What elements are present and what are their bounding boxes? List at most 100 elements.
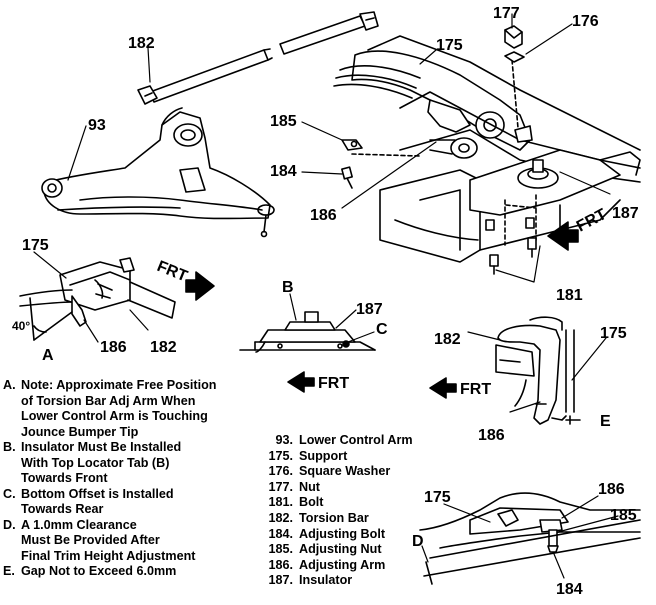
letter-c: C [376,321,388,338]
legend-label: Adjusting Arm [299,557,386,572]
legend-label: Insulator [299,573,353,588]
callout-185-top: 185 [270,113,297,130]
note-line: Note: Approximate Free Position [21,378,217,392]
letter-b: B [282,279,294,296]
callout-93: 93 [88,117,106,134]
frame-assembly [333,25,641,275]
legend-item: 93. Lower Control Arm [259,433,459,449]
legend-label: Square Washer [299,464,391,479]
frt-arrow-top-right [547,221,579,251]
note-e: E. Gap Not to Exceed 6.0mm [3,564,249,580]
note-c: C. Bottom Offset is Installed Towards Re… [3,487,249,518]
callout-175-bottom: 175 [424,489,451,506]
legend-number: 176. [268,464,293,479]
note-line: With Top Locator Tab (B) [21,455,170,470]
note-a: A. Note: Approximate Free Position of To… [3,378,249,440]
frt-label-top-right: FRT [574,206,610,236]
legend-item: 186. Adjusting Arm [259,558,459,574]
callout-186-top: 186 [310,207,337,224]
legend-item: 175. Support [259,449,459,465]
note-line: Must Be Provided After [21,533,160,547]
legend-item: 181. Bolt [259,495,459,511]
callout-182-left: 182 [150,339,177,356]
parts-legend: 93. Lower Control Arm 175. Support 176. Squ… [259,433,459,589]
note-line: Final Trim Height Adjustment [21,548,196,563]
adjusting-bolt-detail [419,492,641,585]
callout-185-bottom: 185 [610,507,637,524]
note-letter: D. [3,517,16,532]
callout-181: 181 [556,287,583,304]
note-line: Insulator Must Be Installed [21,440,182,454]
note-line: Towards Front [21,471,108,485]
legend-label: Adjusting Bolt [299,526,386,541]
lower-control-arm [41,107,275,238]
legend-number: 185. [268,542,293,557]
note-line: A 1.0mm Clearance [21,517,137,532]
frt-arrow-right [429,377,457,399]
angle-label: 40° [12,319,30,333]
callout-177: 177 [493,5,520,22]
note-line: Towards Rear [21,502,104,516]
legend-label: Adjusting Nut [299,542,382,557]
callout-186-left: 186 [100,339,127,356]
callout-184-top: 184 [270,163,297,180]
note-line: Jounce Bumper Tip [21,424,139,439]
callout-175-right: 175 [600,325,627,342]
frt-arrow-left [185,271,215,301]
frt-label-left: FRT [155,258,190,285]
callout-175-top: 175 [436,37,463,54]
legend-item: 184. Adjusting Bolt [259,527,459,543]
callout-176: 176 [572,13,599,30]
note-line: Lower Control Arm is Touching [21,409,208,423]
callout-182-right: 182 [434,331,461,348]
legend-number: 177. [268,479,293,494]
legend-item: 187. Insulator [259,573,459,589]
note-letter: E. [3,564,15,578]
note-line: Bottom Offset is Installed [21,486,174,501]
callout-175-left: 175 [22,237,49,254]
callout-187-top: 187 [612,205,639,222]
legend-number: 93. [275,433,293,447]
notes-list: A. Note: Approximate Free Position of To… [3,378,249,580]
note-d: D. A 1.0mm Clearance Must Be Provided Af… [3,518,249,565]
note-b: B. Insulator Must Be Installed With Top … [3,440,249,487]
legend-label: Nut [299,479,320,494]
legend-label: Bolt [299,495,324,510]
callout-187-mid: 187 [356,301,383,318]
note-letter: C. [3,486,16,501]
letter-e: E [600,413,611,430]
callout-182-top: 182 [128,35,155,52]
legend-item: 182. Torsion Bar [259,511,459,527]
letter-d: D [412,533,424,550]
insulator-detail [239,311,376,353]
callout-186-bottom: 186 [598,481,625,498]
note-letter: A. [3,378,16,392]
legend-number: 184. [268,526,293,541]
letter-a: A [42,347,54,364]
frt-arrow-mid [287,371,315,393]
leader-lines [33,13,619,579]
callout-186-right: 186 [478,427,505,444]
clearance-detail [495,316,581,425]
torsion-bar-top [137,11,379,105]
note-letter: B. [3,440,16,454]
note-line: Gap Not to Exceed 6.0mm [21,564,177,578]
note-line: of Torsion Bar Adj Arm When [21,393,196,408]
legend-item: 185. Adjusting Nut [259,542,459,558]
legend-number: 182. [268,510,293,525]
frt-label-mid: FRT [318,375,349,392]
legend-number: 181. [268,495,293,510]
frt-label-right: FRT [460,381,491,398]
legend-number: 186. [268,557,293,572]
legend-label: Torsion Bar [299,510,369,525]
legend-item: 177. Nut [259,480,459,496]
legend-number: 175. [268,448,293,463]
legend-label: Lower Control Arm [299,433,413,447]
callout-184-bottom: 184 [556,581,583,598]
legend-label: Support [299,448,348,463]
legend-item: 176. Square Washer [259,464,459,480]
support-detail-left [19,257,176,341]
legend-number: 187. [268,573,293,588]
